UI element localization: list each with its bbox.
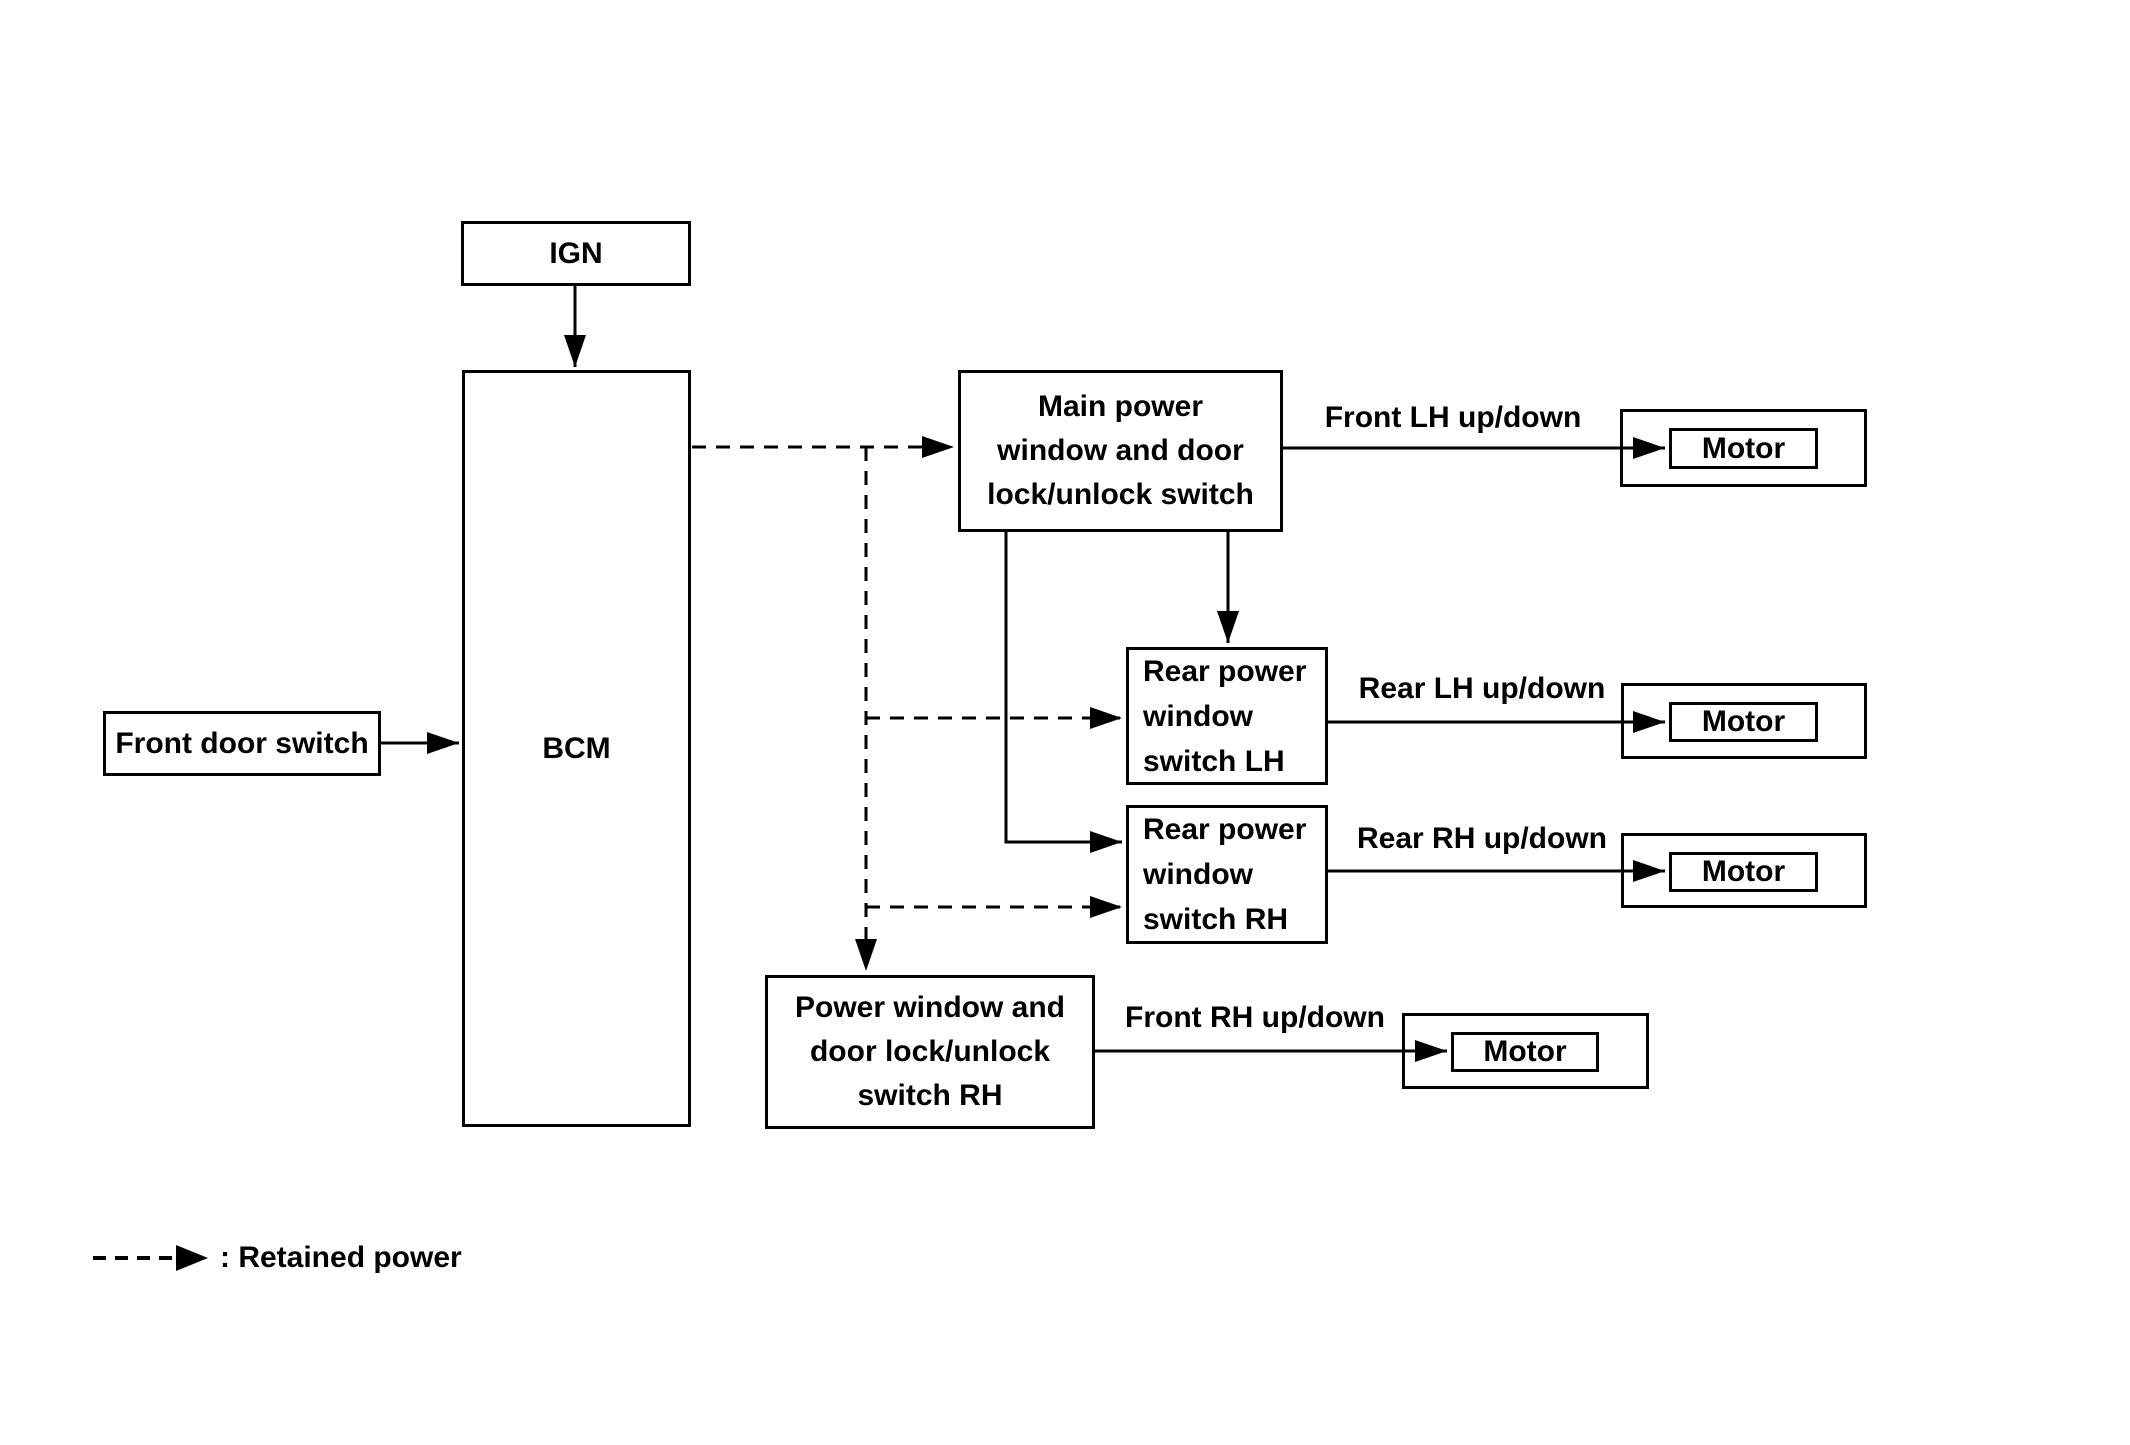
edge-label-rear-lh-up-down: Rear LH up/down — [1358, 672, 1606, 705]
motor-housing-rear-lh — [1621, 683, 1867, 759]
node-power-window-switch-rh: Power window and door lock/unlock switch… — [765, 975, 1095, 1129]
node-rear-switch-lh-line1: Rear power — [1143, 654, 1307, 688]
edge-label-front-rh-up-down: Front RH up/down — [1125, 1001, 1385, 1034]
node-bcm-label: BCM — [542, 731, 611, 765]
node-bcm: BCM — [462, 370, 691, 1127]
node-front-door-switch: Front door switch — [103, 711, 381, 776]
node-main-power-window-switch: Main power window and door lock/unlock s… — [958, 370, 1283, 532]
node-front-switch-rh-line3: switch RH — [857, 1079, 1003, 1112]
motor-housing-front-lh — [1620, 409, 1867, 487]
node-main-switch-line3: lock/unlock switch — [987, 478, 1254, 511]
motor-housing-front-rh — [1402, 1013, 1649, 1089]
motor-rear-lh: Motor — [1669, 702, 1818, 742]
node-ign-label: IGN — [549, 236, 603, 270]
node-rear-switch-rh-line3: switch RH — [1143, 903, 1289, 936]
node-front-switch-rh-line1: Power window and — [794, 991, 1065, 1024]
legend-label: : Retained power — [220, 1241, 462, 1274]
retained-power-arrow-icon — [93, 1245, 208, 1271]
node-rear-switch-rh-line2: window — [1143, 858, 1253, 891]
arrow-main-switch-to-rear-switch-rh — [1004, 532, 1122, 853]
node-rear-switch-lh-line2: window — [1143, 699, 1253, 733]
node-rear-power-window-switch-rh: Rear power window switch RH — [1126, 805, 1328, 944]
motor-rear-rh-label: Motor — [1701, 855, 1786, 888]
motor-housing-rear-rh — [1621, 833, 1867, 908]
node-main-switch-line1: Main power — [1037, 390, 1203, 423]
motor-front-rh: Motor — [1451, 1032, 1599, 1072]
motor-front-rh-label: Motor — [1483, 1035, 1567, 1068]
motor-front-lh-label: Motor — [1701, 431, 1786, 465]
edge-label-front-lh-up-down: Front LH up/down — [1324, 401, 1582, 434]
motor-rear-lh-label: Motor — [1701, 705, 1786, 738]
node-main-switch-line2: window and door — [997, 434, 1244, 467]
node-front-door-switch-label: Front door switch — [115, 726, 369, 760]
legend-retained-power: : Retained power — [90, 1236, 462, 1280]
edge-label-rear-rh-up-down: Rear RH up/down — [1356, 822, 1607, 855]
node-ign: IGN — [461, 221, 691, 286]
node-rear-switch-rh-line1: Rear power — [1143, 813, 1307, 846]
node-rear-switch-lh-line3: switch LH — [1143, 744, 1285, 778]
node-front-switch-rh-line2: door lock/unlock — [809, 1035, 1051, 1068]
motor-front-lh: Motor — [1669, 428, 1818, 469]
node-rear-power-window-switch-lh: Rear power window switch LH — [1126, 647, 1328, 785]
motor-rear-rh: Motor — [1669, 852, 1818, 892]
